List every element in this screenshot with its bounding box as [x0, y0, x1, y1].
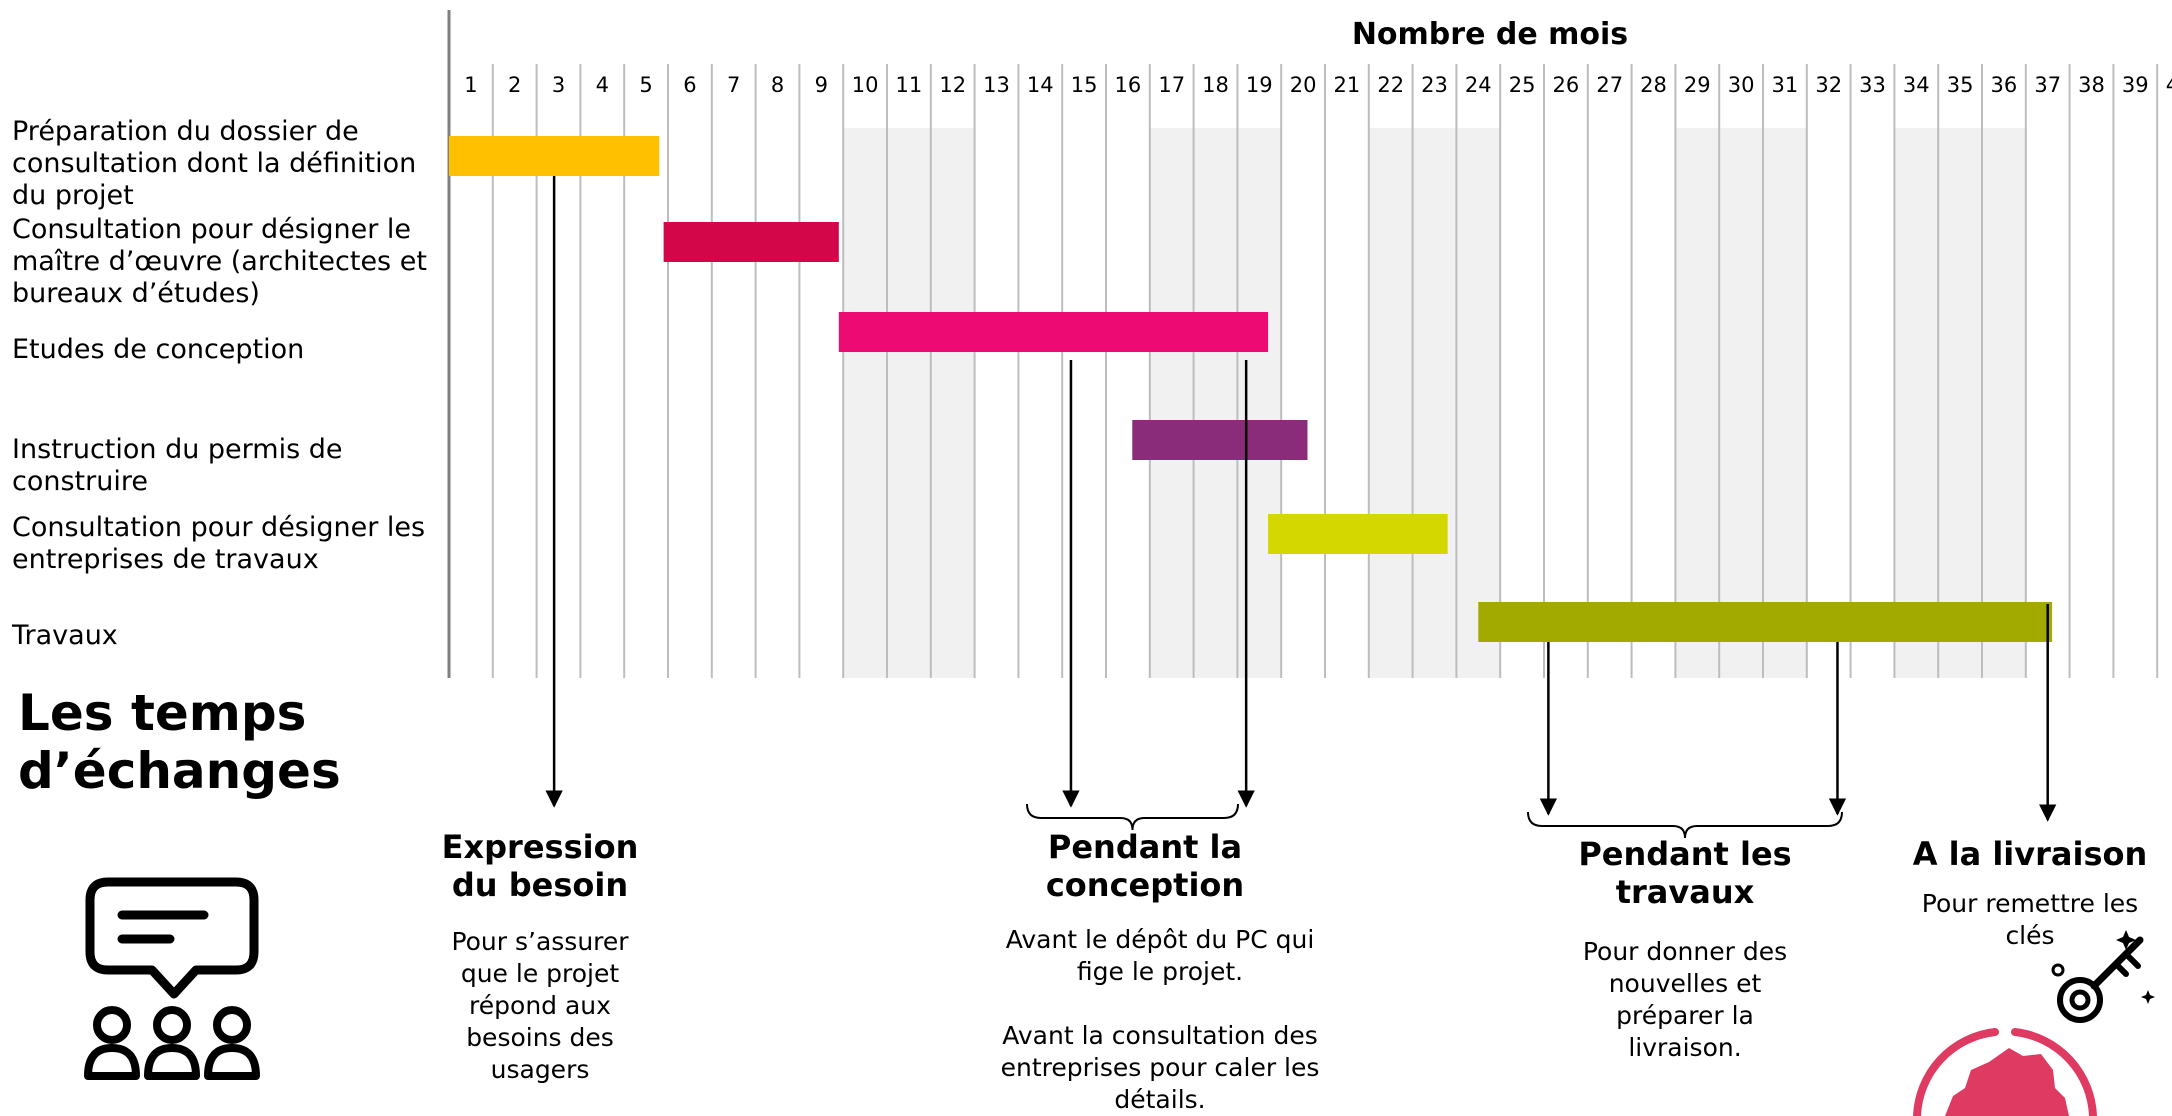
month-tick-label: 26 — [1553, 73, 1580, 97]
month-tick-label: 36 — [1991, 73, 2018, 97]
month-tick-label: 18 — [1202, 73, 1229, 97]
month-tick-label: 5 — [639, 73, 652, 97]
month-tick-label: 23 — [1421, 73, 1448, 97]
task-bar-1 — [449, 136, 660, 176]
shaded-band-3 — [1675, 128, 1807, 678]
month-tick-label: 27 — [1596, 73, 1623, 97]
phase-title-travaux: Pendant les travaux — [1578, 835, 1792, 911]
month-tick-label: 40 — [2166, 73, 2172, 97]
phase-text-besoin: Pour s’assurer que le projet répond aux … — [451, 927, 629, 1084]
key-icon — [2051, 930, 2155, 1023]
chat-group-icon — [84, 877, 260, 1080]
shaded-band-2 — [1368, 128, 1501, 678]
month-tick-label: 15 — [1071, 73, 1098, 97]
month-tick-label: 35 — [1947, 73, 1974, 97]
month-tick-label: 12 — [939, 73, 966, 97]
task-label-travaux: Travaux — [12, 620, 118, 651]
section-heading: Les temps d’échanges — [18, 684, 341, 800]
task-label-permis: Instruction du permis de construire — [12, 434, 343, 497]
task-bar-6 — [1478, 602, 2053, 642]
month-tick-label: 22 — [1377, 73, 1404, 97]
month-tick-label: 3 — [552, 73, 565, 97]
month-tick-label: 29 — [1684, 73, 1711, 97]
month-tick-label: 17 — [1158, 73, 1185, 97]
shaded-band-1 — [1149, 128, 1282, 678]
phase-title-besoin: Expression du besoin — [441, 828, 639, 904]
logo-emblem-icon — [1913, 1028, 2097, 1116]
phase-text-conception: Avant le dépôt du PC qui fige le projet.… — [1000, 925, 1320, 1114]
month-tick-label: 21 — [1334, 73, 1361, 97]
month-tick-label: 31 — [1772, 73, 1799, 97]
phase-text-livraison: Pour remettre les clés — [1921, 889, 2139, 950]
month-tick-label: 14 — [1027, 73, 1054, 97]
shaded-band-4 — [1894, 128, 2026, 678]
month-tick-label: 34 — [1903, 73, 1930, 97]
task-label-consultation-entreprises: Consultation pour désigner les entrepris… — [12, 512, 426, 575]
month-tick-label: 25 — [1509, 73, 1536, 97]
month-tick-label: 30 — [1728, 73, 1755, 97]
task-bar-2 — [663, 222, 839, 262]
month-tick-label: 2 — [508, 73, 521, 97]
month-tick-label: 16 — [1115, 73, 1142, 97]
month-tick-label: 33 — [1859, 73, 1886, 97]
brace-travaux — [1527, 811, 1843, 839]
brace-conception — [1026, 803, 1239, 831]
month-tick-label: 4 — [596, 73, 609, 97]
month-tick-label: 8 — [771, 73, 784, 97]
month-tick-label: 37 — [2034, 73, 2061, 97]
month-tick-label: 9 — [815, 73, 828, 97]
phase-title-livraison: A la livraison — [1912, 835, 2148, 873]
month-tick-label: 7 — [727, 73, 740, 97]
task-bar-3 — [838, 312, 1269, 352]
month-tick-label: 6 — [683, 73, 696, 97]
month-tick-label: 10 — [852, 73, 879, 97]
task-bar-5 — [1268, 514, 1448, 554]
task-label-etudes: Etudes de conception — [12, 334, 305, 365]
month-tick-label: 13 — [983, 73, 1010, 97]
phase-text-travaux: Pour donner des nouvelles et préparer la… — [1582, 937, 1788, 1062]
month-tick-label: 24 — [1465, 73, 1492, 97]
month-tick-label: 1 — [464, 73, 477, 97]
month-tick-label: 39 — [2122, 73, 2149, 97]
phase-title-conception: Pendant la conception — [1045, 828, 1245, 904]
task-label-preparation: Préparation du dossier de consultation d… — [12, 116, 417, 211]
month-tick-label: 11 — [896, 73, 923, 97]
month-tick-label: 28 — [1640, 73, 1667, 97]
month-tick-label: 38 — [2078, 73, 2105, 97]
month-tick-label: 20 — [1290, 73, 1317, 97]
task-label-consultation-moe: Consultation pour désigner le maître d’œ… — [12, 214, 427, 309]
task-bar-4 — [1132, 420, 1308, 460]
shaded-band-0 — [843, 128, 975, 678]
month-tick-label: 32 — [1815, 73, 1842, 97]
month-tick-label: 19 — [1246, 73, 1273, 97]
chart-title: Nombre de mois — [1352, 17, 1628, 52]
